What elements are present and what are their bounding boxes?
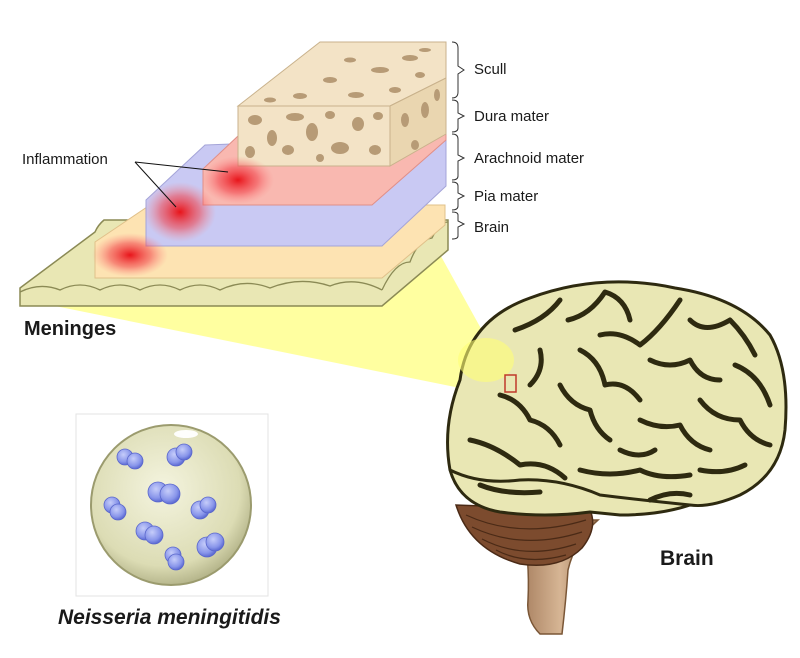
label-scull: Scull	[474, 61, 507, 78]
inflammation-spot-arachnoid	[144, 182, 216, 242]
inflammation-spot-dura	[202, 156, 274, 204]
brain-illustration	[446, 280, 788, 635]
magnified-marker	[504, 374, 517, 393]
skull-layer-side	[389, 77, 447, 167]
bacteria-cocci	[103, 443, 225, 571]
cerebrum	[446, 280, 788, 517]
inflammation-pointers	[134, 161, 229, 208]
meninges-cross-section	[19, 41, 449, 307]
label-pia-mater: Pia mater	[474, 188, 539, 205]
label-inflammation: Inflammation	[22, 151, 108, 168]
label-meninges: Meninges	[24, 318, 117, 340]
label-brain: Brain	[660, 547, 714, 570]
label-arachnoid-mater: Arachnoid mater	[474, 150, 585, 167]
magnified-region	[458, 338, 514, 382]
cerebellum	[454, 504, 594, 567]
layer-brackets	[451, 41, 466, 240]
label-bacterium: Neisseria meningitidis	[58, 606, 281, 629]
skull-pores	[245, 48, 440, 162]
brain-sulci	[467, 289, 773, 503]
label-dura-mater: Dura mater	[474, 108, 550, 125]
label-brain-layer: Brain	[474, 219, 510, 236]
inflammation-spot-pia	[92, 233, 168, 277]
